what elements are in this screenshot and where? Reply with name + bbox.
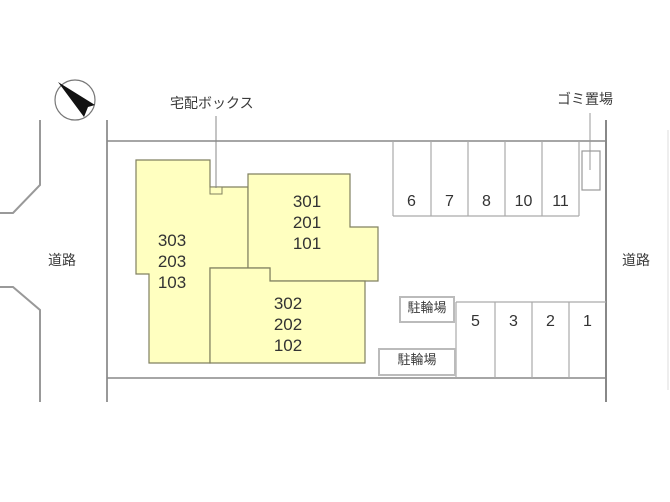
parking-bottom-row bbox=[455, 301, 606, 378]
unit-number: 201 bbox=[292, 213, 322, 232]
building bbox=[135, 159, 379, 364]
road-right-label: 道路 bbox=[622, 253, 650, 269]
parking-slot-8: 8 bbox=[482, 193, 491, 210]
parking-slot-7: 7 bbox=[445, 193, 454, 210]
building-south-wing bbox=[209, 267, 366, 364]
delivery-box-label: 宅配ボックス bbox=[170, 96, 254, 112]
parking-slot-6: 6 bbox=[407, 193, 416, 210]
north-arrow-icon bbox=[54, 79, 96, 121]
unit-number: 301 bbox=[292, 192, 322, 211]
parking-slot-11: 11 bbox=[552, 193, 569, 210]
bike-parking-2: 駐輪場 bbox=[378, 348, 456, 376]
unit-label-west-wing: 303 203 103 bbox=[142, 230, 202, 293]
unit-number: 102 bbox=[273, 336, 303, 355]
bike-parking-1: 駐輪場 bbox=[399, 296, 455, 323]
unit-number: 303 bbox=[157, 231, 187, 250]
lot-boundary bbox=[107, 120, 607, 402]
parking-top-row bbox=[392, 141, 580, 217]
unit-label-south-wing: 302 202 102 bbox=[258, 293, 318, 356]
unit-number: 101 bbox=[292, 234, 322, 253]
unit-number: 203 bbox=[157, 252, 187, 271]
unit-number: 302 bbox=[273, 294, 303, 313]
garbage-box bbox=[581, 150, 601, 191]
garbage-area-label: ゴミ置場 bbox=[557, 92, 613, 108]
parking-slot-10: 10 bbox=[514, 193, 533, 210]
parking-slot-1: 1 bbox=[583, 313, 592, 330]
parking-slot-5: 5 bbox=[471, 313, 480, 330]
unit-number: 202 bbox=[273, 315, 303, 334]
road-left-label: 道路 bbox=[48, 253, 76, 269]
delivery-box bbox=[209, 186, 223, 195]
unit-label-north-east-wing: 301 201 101 bbox=[277, 191, 337, 254]
unit-number: 103 bbox=[157, 273, 187, 292]
parking-slot-2: 2 bbox=[546, 313, 555, 330]
left-road-edges bbox=[0, 120, 108, 402]
parking-slot-3: 3 bbox=[509, 313, 518, 330]
